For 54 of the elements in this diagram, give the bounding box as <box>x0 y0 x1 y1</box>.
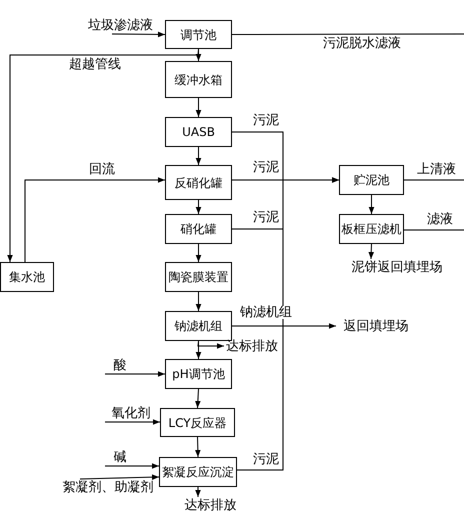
edge-label: 上清液 <box>416 163 457 176</box>
arrow <box>196 200 202 214</box>
edge-label: 污泥脱水滤液 <box>322 37 402 50</box>
arrow <box>232 323 336 329</box>
edge-label: 超越管线 <box>68 58 122 71</box>
arrow <box>104 371 166 377</box>
flow-text: 达标排放 <box>173 497 248 514</box>
arrow <box>196 340 202 360</box>
arrow <box>197 340 224 349</box>
edge-label: 污泥 <box>252 114 280 127</box>
process-box: 板框压滤机 <box>339 214 404 244</box>
edge-label: 污泥 <box>252 453 280 466</box>
flow-text: 达标排放 <box>224 338 280 354</box>
flow-text: 返回填埋场 <box>336 318 416 334</box>
arrow <box>24 177 166 262</box>
edge-label: 钠滤机组 <box>239 306 293 319</box>
process-box: 缓冲水箱 <box>165 61 232 98</box>
connector-line <box>232 34 464 35</box>
arrow <box>195 486 201 498</box>
arrow <box>195 436 201 458</box>
flow-text: 泥饼返回填埋场 <box>340 259 454 276</box>
flow-text: 氧化剂 <box>105 404 157 422</box>
process-box: 絮凝反应沉淀 <box>159 457 237 487</box>
arrow <box>7 48 199 262</box>
edge-label: 回流 <box>88 163 116 176</box>
arrow <box>368 244 374 260</box>
process-box: 硝化罐 <box>165 214 232 244</box>
process-box: 反硝化罐 <box>165 165 232 200</box>
flow-text: 酸 <box>105 357 135 374</box>
arrow <box>80 474 160 480</box>
process-box: 调节池 <box>165 20 232 49</box>
edge-label: 滤液 <box>426 213 454 226</box>
process-box: LCY反应器 <box>160 408 235 437</box>
arrow <box>196 244 202 262</box>
flow-text: 垃圾渗滤液 <box>83 17 158 34</box>
arrow <box>196 292 202 312</box>
process-box: UASB <box>165 117 232 147</box>
arrow <box>112 32 166 38</box>
arrow <box>104 419 160 425</box>
process-box: 陶瓷膜装置 <box>165 262 232 292</box>
process-box: pH调节池 <box>165 359 232 389</box>
arrow <box>236 177 340 470</box>
process-box: 集水池 <box>0 262 54 292</box>
flow-text: 絮凝剂、助凝剂 <box>60 479 156 495</box>
edge-label: 污泥 <box>252 211 280 224</box>
arrow <box>368 194 374 214</box>
process-box: 钠滤机组 <box>165 311 232 341</box>
process-box: 贮泥池 <box>339 165 404 195</box>
edge-label: 污泥 <box>252 161 280 174</box>
arrow <box>104 463 160 469</box>
flow-text: 碱 <box>105 449 135 466</box>
arrow <box>195 388 201 408</box>
arrow <box>196 146 202 166</box>
arrow <box>196 98 202 118</box>
